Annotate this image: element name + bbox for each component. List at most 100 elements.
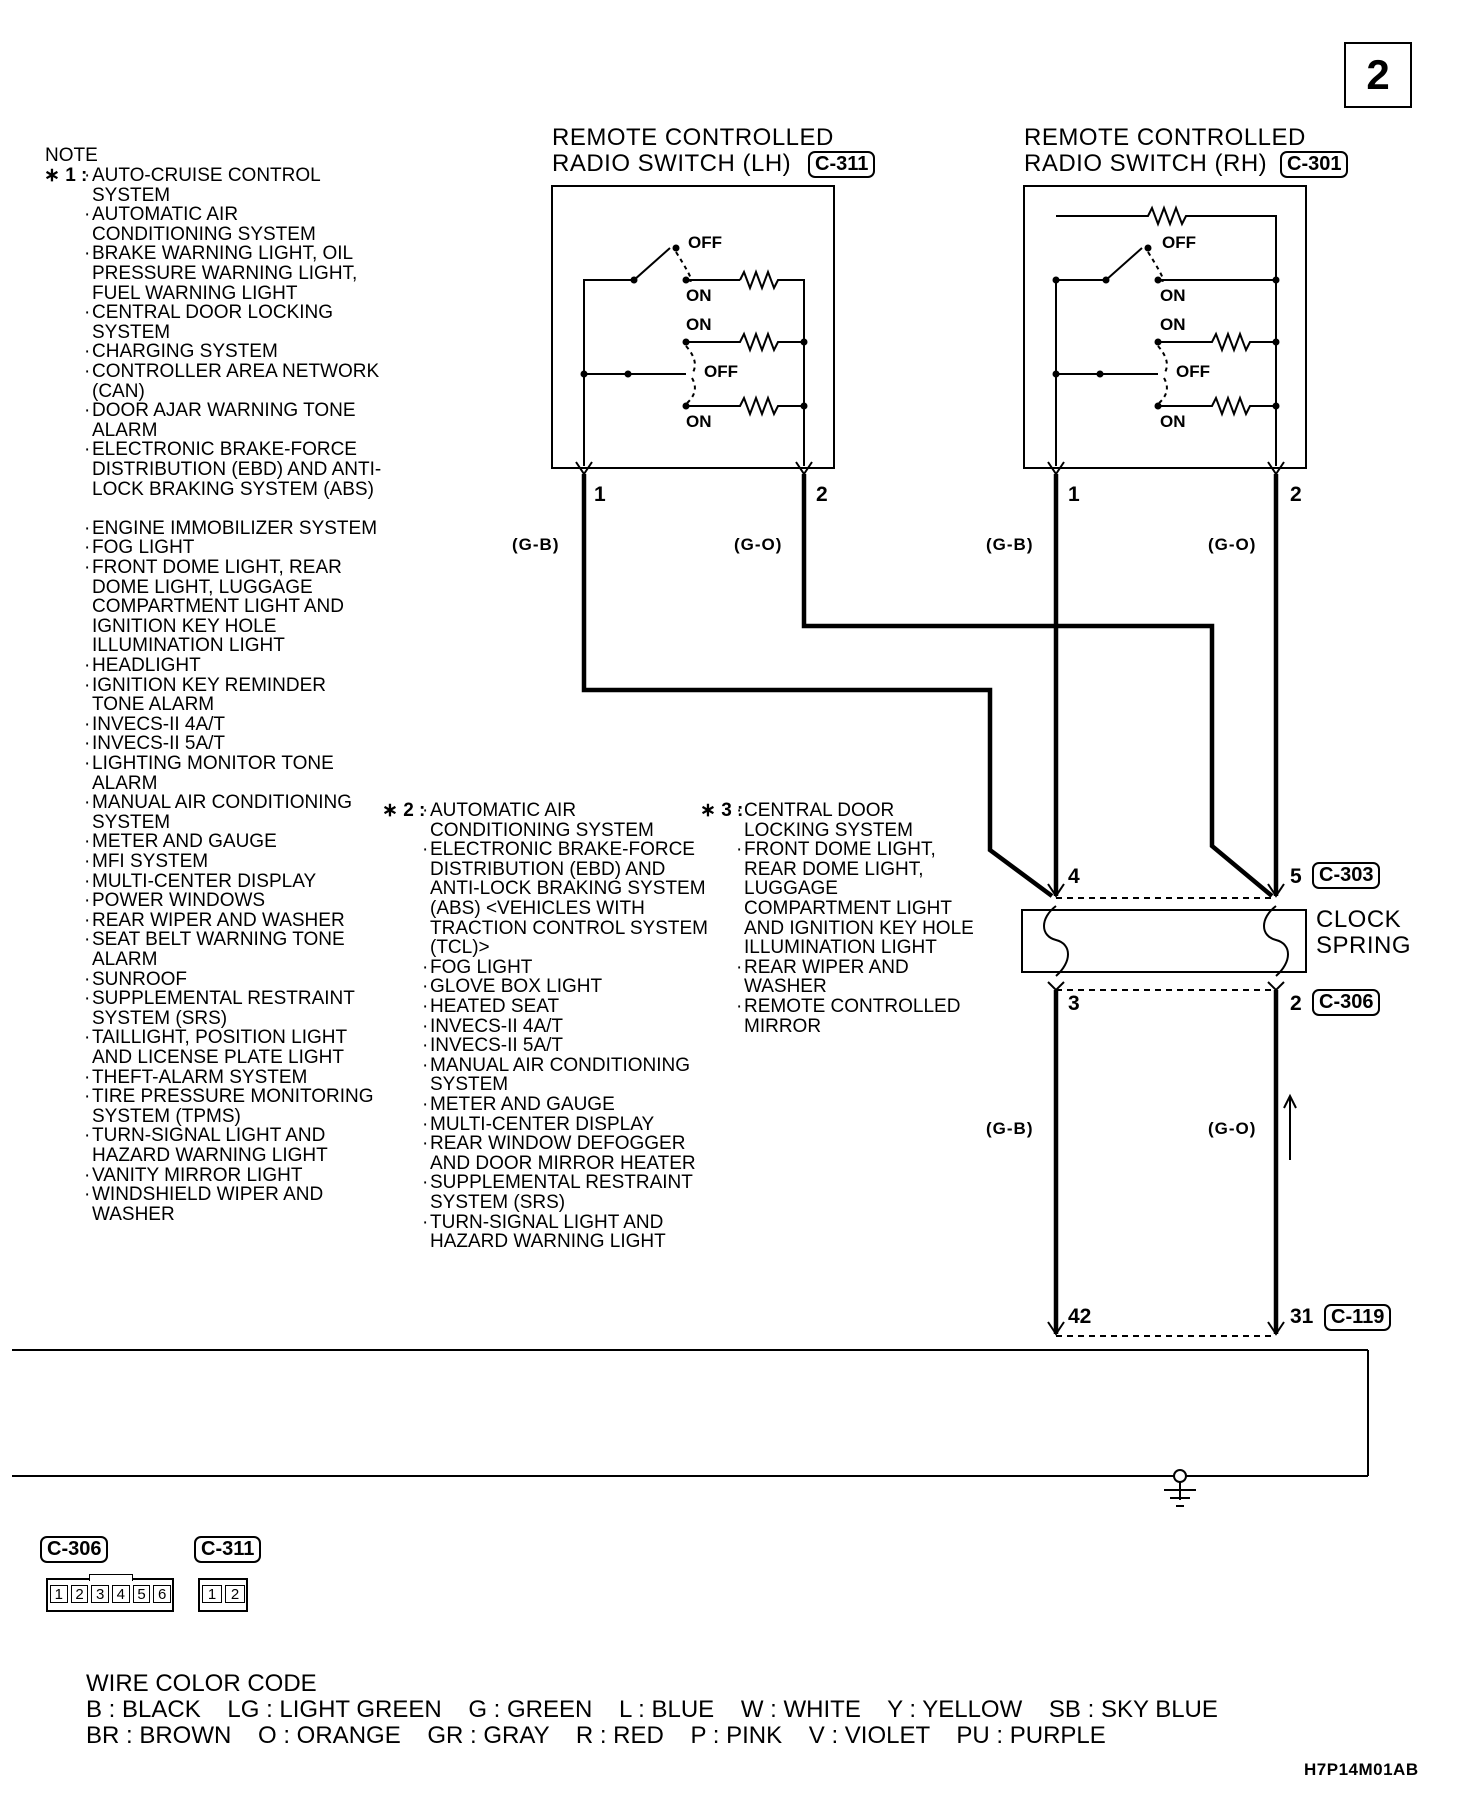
lh-pin-1: 1	[594, 483, 606, 506]
note-bullet: ·	[84, 968, 91, 990]
note-item: DOOR AJAR WARNING TONE ALARM·	[84, 400, 356, 441]
switch-lh-box	[551, 185, 835, 469]
rh-pin-1: 1	[1068, 483, 1080, 506]
connector-pin-cell: 1	[50, 1585, 68, 1603]
note-item: CONTROLLER AREA NETWORK (CAN)·	[84, 361, 380, 402]
wire-label-gb-rh: (G-B)	[986, 535, 1034, 554]
note-item: INVECS-II 4A/T·	[422, 1015, 564, 1037]
clock-spring-label-1: CLOCK	[1316, 906, 1402, 933]
rh-state-on-3: ON	[1160, 412, 1186, 431]
note-bullet: ·	[84, 517, 91, 539]
note-item: FOG LIGHT·	[84, 537, 195, 559]
note-bullet: ·	[84, 302, 91, 324]
note-bullet: ·	[736, 996, 743, 1017]
note-bullet: ·	[84, 400, 91, 422]
note-bullet: ·	[422, 1054, 429, 1076]
rh-state-on-1: ON	[1160, 286, 1186, 305]
wire-gb-lh	[581, 474, 1054, 898]
connector-view-c-311-label: C-311	[194, 1536, 262, 1563]
note-bullet: ·	[84, 909, 91, 931]
note-bullet: ·	[84, 988, 91, 1010]
wire-label-go-lower: (G-O)	[1208, 1119, 1257, 1138]
note-item: REMOTE CONTROLLED MIRROR·	[736, 996, 961, 1037]
connector-pin-cell: 3	[91, 1585, 109, 1603]
note-bullet: ·	[422, 976, 429, 998]
note-bullet: ·	[84, 870, 91, 892]
switch-rh-internals	[1055, 205, 1277, 466]
note-bullet: ·	[84, 1066, 91, 1088]
note-item: TIRE PRESSURE MONITORING SYSTEM (TPMS)·	[84, 1086, 374, 1127]
note-item: POWER WINDOWS·	[84, 890, 266, 912]
connector-view-c-306-label: C-306	[40, 1536, 109, 1563]
note-bullet: ·	[422, 1035, 429, 1057]
rh-pin-2: 2	[1290, 483, 1302, 506]
connector-pin-cell: 2	[225, 1585, 245, 1603]
pin-arrow-marks	[575, 461, 1285, 1337]
wire-color-code-row-1: B : BLACK LG : LIGHT GREEN G : GREEN L :…	[86, 1696, 1218, 1723]
note-item: TURN-SIGNAL LIGHT AND HAZARD WARNING LIG…	[84, 1125, 328, 1166]
connector-pin-cell: 6	[153, 1585, 171, 1603]
note-bullet: ·	[422, 956, 429, 978]
note-item: HEADLIGHT·	[84, 655, 201, 676]
wire-label-gb-lh: (G-B)	[512, 535, 560, 554]
note-item: BRAKE WARNING LIGHT, OIL PRESSURE WARNIN…	[84, 243, 358, 304]
wire-go-lh	[801, 474, 1274, 898]
ground-loop	[12, 1349, 1369, 1507]
note-bullet: ·	[84, 204, 91, 226]
connector-pin-cell: 4	[112, 1585, 130, 1603]
note-item: MANUAL AIR CONDITIONING SYSTEM·	[422, 1054, 691, 1096]
switch-lh-title-2: RADIO SWITCH (LH)	[552, 150, 792, 177]
note-item: WINDSHIELD WIPER AND WASHER·	[84, 1184, 324, 1225]
wire-label-gb-lower: (G-B)	[986, 1119, 1034, 1138]
note-item: GLOVE BOX LIGHT·	[422, 976, 603, 998]
note-bullet: ·	[736, 956, 743, 978]
note-bullet: ·	[736, 800, 743, 821]
note-bullet: ·	[84, 361, 91, 382]
note-item: SEAT BELT WARNING TONE ALARM·	[84, 929, 345, 970]
note-item: REAR WIPER AND WASHER·	[84, 909, 345, 931]
note-bullet: ·	[84, 753, 91, 774]
switch-junction-dots	[580, 244, 1280, 410]
note-bullet: ·	[422, 1211, 429, 1233]
lh-state-on-1: ON	[686, 286, 712, 305]
wire-label-go-rh: (G-O)	[1208, 535, 1257, 554]
note-item: ELECTRONIC BRAKE-FORCE DISTRIBUTION (EBD…	[422, 839, 708, 959]
note-item: MULTI-CENTER DISPLAY·	[422, 1113, 655, 1135]
note-bullet: ·	[84, 1086, 91, 1108]
note-bullet: ·	[84, 929, 91, 951]
note-bullet: ·	[84, 713, 91, 735]
connector-key	[89, 1574, 133, 1581]
note-bullet: ·	[84, 655, 91, 676]
lh-state-on-3: ON	[686, 412, 712, 431]
page-number: 2	[1344, 42, 1412, 108]
note-bullet: ·	[84, 831, 91, 853]
switch-rh-title-2: RADIO SWITCH (RH)	[1024, 150, 1268, 177]
note-bullet: ·	[84, 557, 91, 578]
switch-rh-title-1: REMOTE CONTROLLED	[1024, 124, 1306, 151]
rh-state-off-2: OFF	[1176, 362, 1210, 381]
note-mark-1: ∗ 1 :	[44, 165, 88, 186]
note-item: CENTRAL DOOR LOCKING SYSTEM·	[84, 302, 334, 343]
switch-lh-internals	[583, 247, 805, 466]
note-item: SUPPLEMENTAL RESTRAINT SYSTEM (SRS)·	[422, 1172, 693, 1213]
note-bullet: ·	[84, 1125, 91, 1147]
clock-spring-pin-4: 4	[1068, 865, 1080, 888]
note-item: SUPPLEMENTAL RESTRAINT SYSTEM (SRS)·	[84, 988, 355, 1029]
connector-pin-42: 42	[1068, 1305, 1092, 1328]
note-item: INVECS-II 5A/T·	[422, 1035, 564, 1057]
note-item: MFI SYSTEM·	[84, 851, 209, 872]
note-bullet: ·	[736, 839, 743, 861]
note-bullet: ·	[84, 1164, 91, 1186]
ground-point	[1173, 1469, 1187, 1483]
note-item: ENGINE IMMOBILIZER SYSTEM·	[84, 517, 378, 539]
connector-pin-31: 31	[1290, 1305, 1314, 1328]
note-bullet: ·	[84, 341, 91, 363]
note-item: FOG LIGHT·	[422, 956, 533, 978]
connector-c-311-label: C-311	[808, 151, 876, 178]
note-item: INVECS-II 5A/T·	[84, 733, 226, 755]
connector-c-301-label: C-301	[1280, 151, 1349, 178]
